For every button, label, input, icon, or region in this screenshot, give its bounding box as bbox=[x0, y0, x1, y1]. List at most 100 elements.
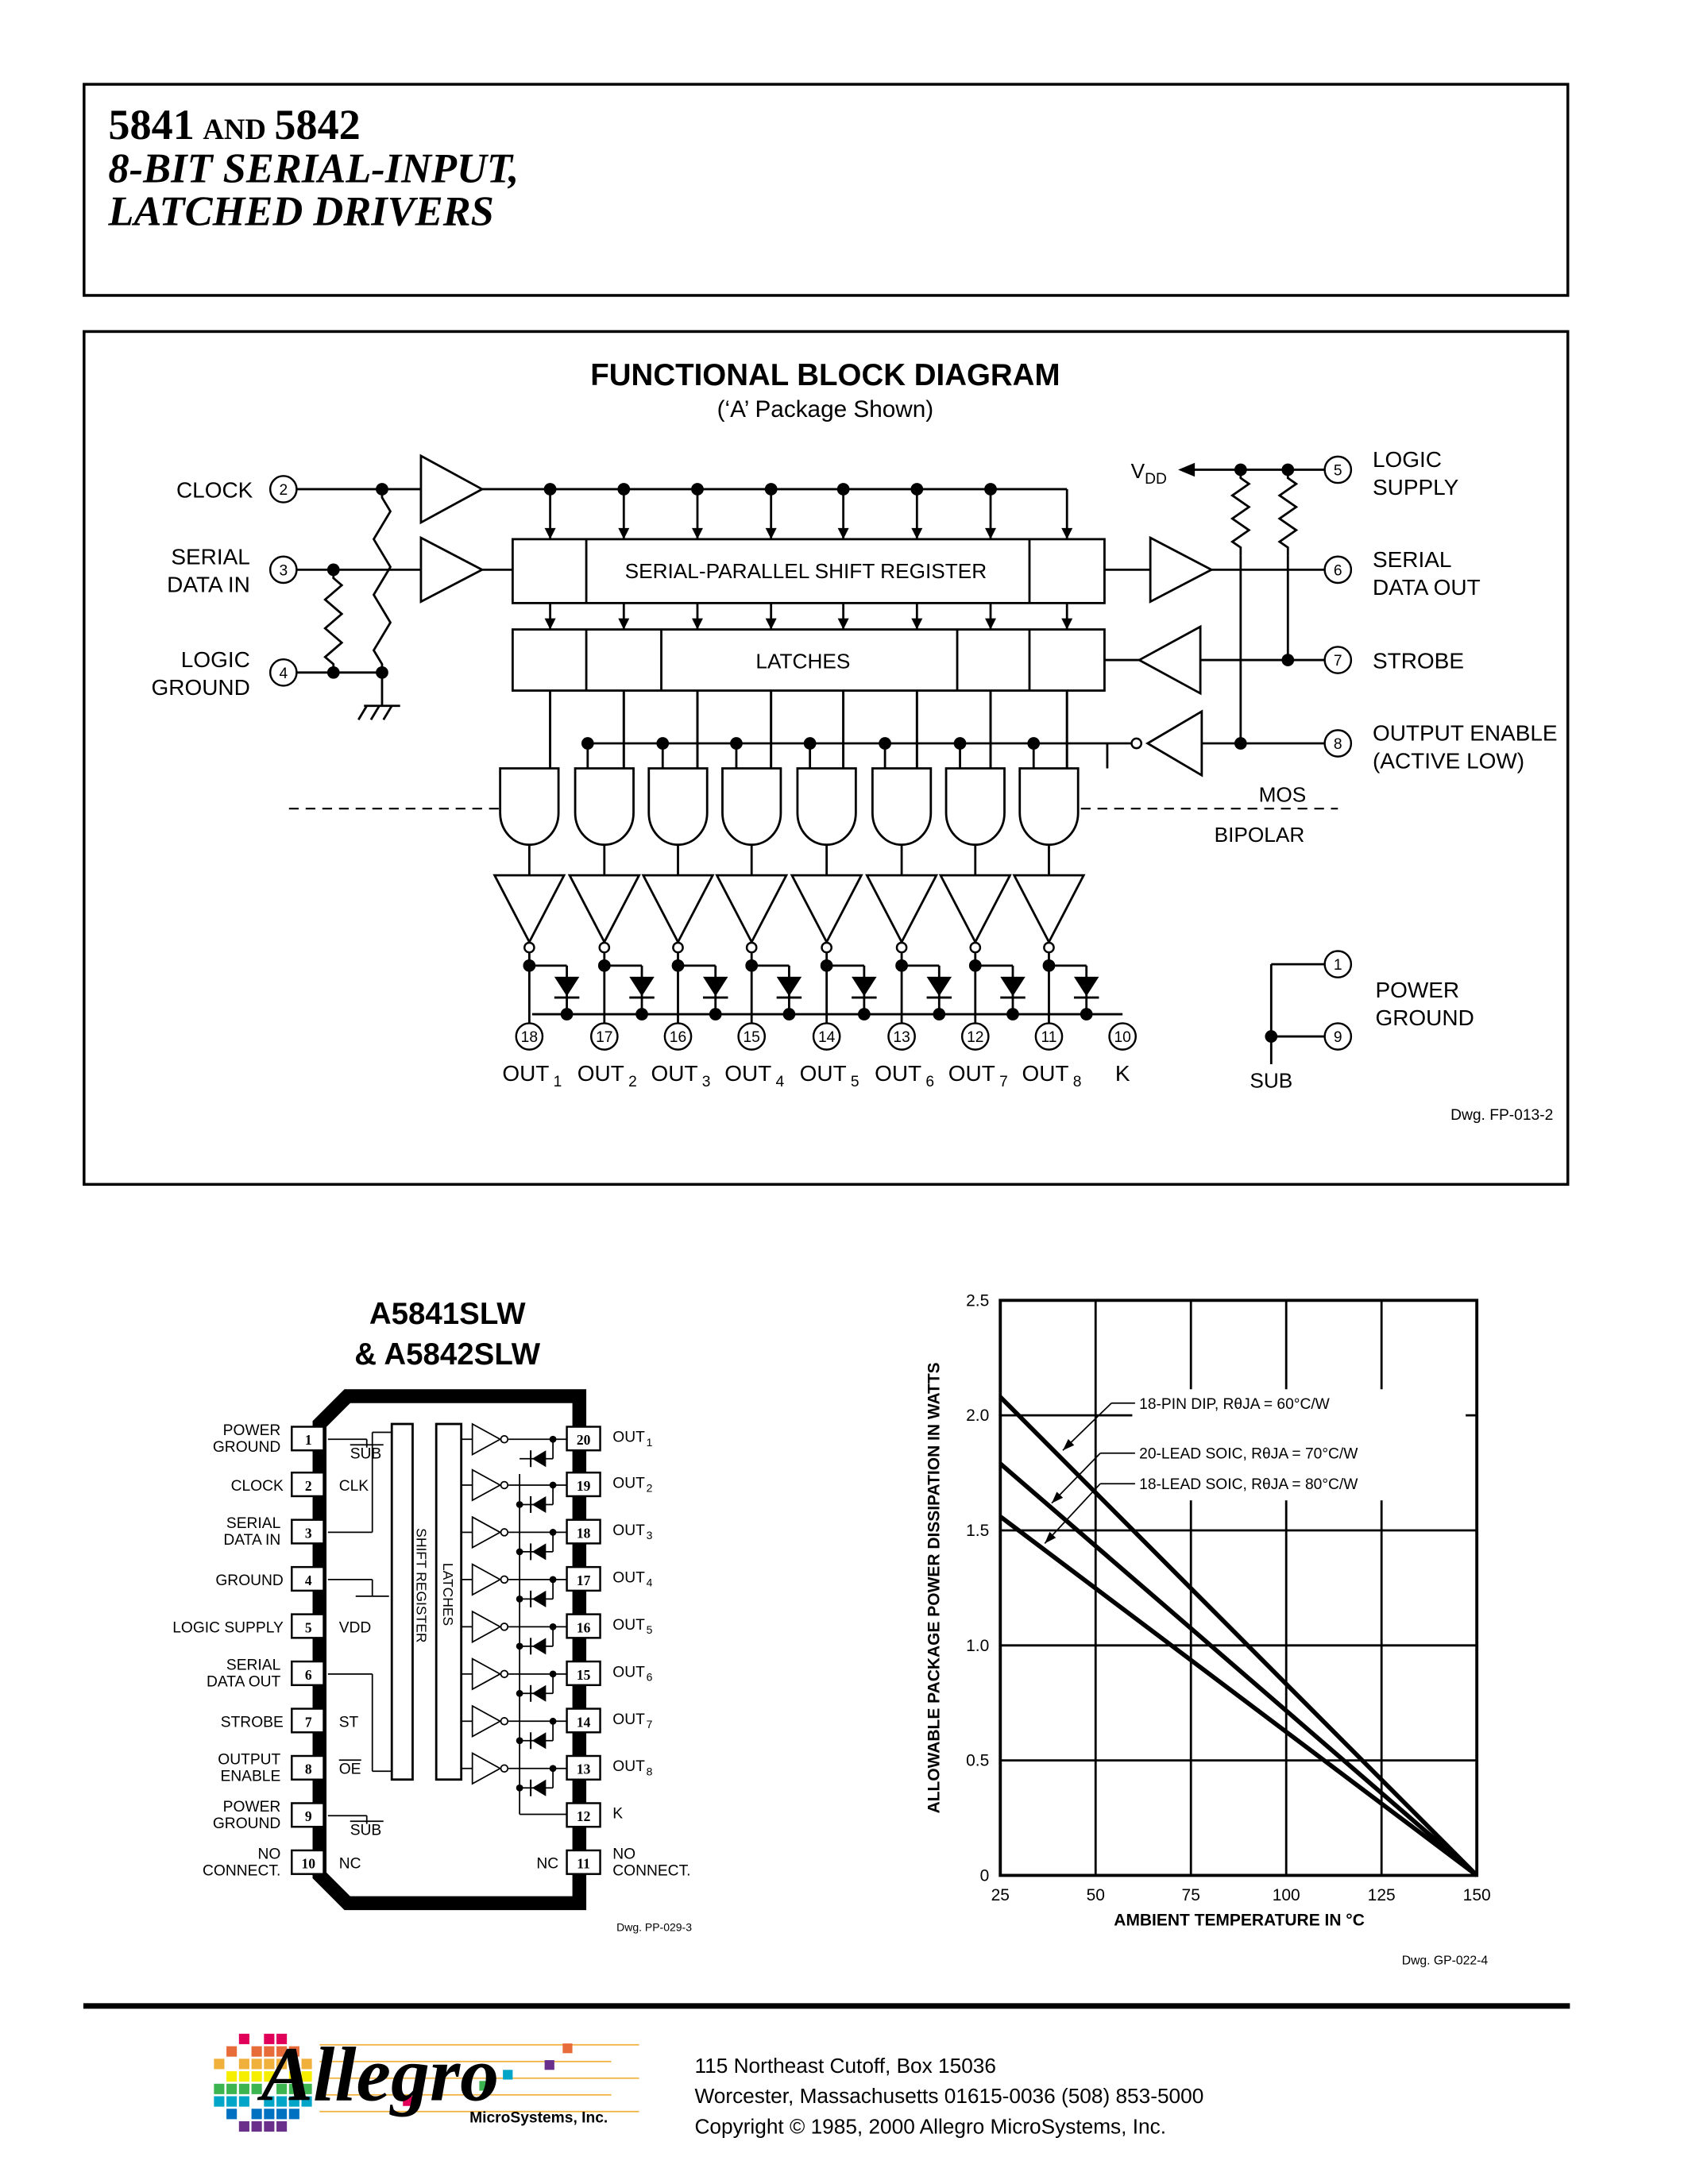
logo-subtext: MicroSystems, Inc. bbox=[469, 2110, 608, 2127]
inversion-bubble-icon bbox=[500, 1717, 509, 1726]
clamp-diode-icon bbox=[531, 1684, 547, 1702]
pin-number: 6 bbox=[1334, 562, 1342, 579]
clamp-diode-icon bbox=[531, 1450, 547, 1468]
logo-tile bbox=[288, 2083, 299, 2094]
chart-drawing-number: Dwg. GP-022-4 bbox=[1402, 1954, 1489, 1967]
output-subscript: 2 bbox=[628, 1074, 637, 1090]
output-subscript: 8 bbox=[1073, 1074, 1082, 1090]
pin-circle bbox=[268, 658, 298, 687]
logo-tile bbox=[251, 2109, 262, 2120]
pin-subscript: 8 bbox=[647, 1765, 653, 1777]
arrow-head bbox=[1061, 527, 1073, 539]
shift-register-strip bbox=[390, 1422, 414, 1781]
pin-subscript: 4 bbox=[647, 1576, 653, 1589]
pin-number: 6 bbox=[305, 1667, 312, 1683]
pin-circle bbox=[960, 1022, 990, 1051]
pin-circle bbox=[737, 1022, 767, 1051]
logo-tile bbox=[276, 2059, 288, 2070]
arrow-head bbox=[691, 527, 703, 539]
pin-subscript: 3 bbox=[647, 1529, 653, 1542]
pin-label: SERIAL bbox=[171, 544, 250, 569]
logo-accent bbox=[403, 2096, 413, 2106]
pin-number: 12 bbox=[577, 1808, 590, 1824]
driver-icon bbox=[471, 1422, 502, 1456]
and-gate-icon bbox=[647, 767, 709, 847]
driver-icon bbox=[471, 1468, 502, 1502]
output-subscript: 3 bbox=[702, 1074, 711, 1090]
pin-number: 9 bbox=[305, 1808, 312, 1824]
and-gate-icon bbox=[871, 767, 933, 847]
logo-tile bbox=[238, 2033, 249, 2044]
junction-dot bbox=[516, 1784, 523, 1792]
pin-label: LOGIC bbox=[1373, 447, 1442, 472]
pin-function-label: SUB bbox=[350, 1823, 382, 1839]
logo-tile bbox=[214, 2083, 225, 2094]
pin-number: 7 bbox=[305, 1714, 312, 1730]
pin-function-label: VDD bbox=[339, 1619, 372, 1636]
series-line bbox=[999, 1395, 1479, 1877]
pin-number: 17 bbox=[577, 1572, 591, 1588]
pin-circle bbox=[268, 475, 298, 504]
pin-number: 16 bbox=[670, 1029, 686, 1046]
pin-label: POWER bbox=[1375, 978, 1459, 1002]
pin-subscript: 1 bbox=[647, 1436, 653, 1449]
logo-accent bbox=[544, 2060, 554, 2070]
pin-circle bbox=[1323, 555, 1353, 585]
pin-label: SUPPLY bbox=[1373, 475, 1459, 500]
pin-number: 8 bbox=[1334, 736, 1342, 753]
pin-circle bbox=[1323, 1022, 1353, 1051]
latches-strip bbox=[435, 1422, 463, 1781]
plot-area bbox=[999, 1298, 1479, 1877]
legend-background bbox=[1132, 1389, 1466, 1501]
junction-dot bbox=[516, 1737, 523, 1745]
inversion-bubble-icon bbox=[500, 1669, 509, 1679]
arrow-head bbox=[837, 618, 849, 630]
logo-tile bbox=[301, 2083, 312, 2094]
inversion-bubble-icon bbox=[500, 1434, 509, 1444]
pin-label: SERIAL bbox=[226, 1657, 281, 1674]
pin-label: LOGIC SUPPLY bbox=[172, 1619, 284, 1636]
ground-icon bbox=[369, 705, 380, 720]
logo-tile bbox=[301, 2096, 312, 2107]
junction-dot bbox=[516, 1548, 523, 1556]
vdd-label: VDD bbox=[1131, 459, 1167, 488]
pin-label: CLOCK bbox=[176, 477, 253, 502]
pin-number: 8 bbox=[305, 1761, 312, 1777]
pin-number: 10 bbox=[1114, 1029, 1130, 1046]
clock-buffer-icon bbox=[419, 453, 485, 525]
logo-tile bbox=[288, 2046, 299, 2057]
title-line2: 8-BIT SERIAL-INPUT, bbox=[108, 145, 519, 191]
output-buffer-icon bbox=[1149, 535, 1215, 604]
inversion-bubble-icon bbox=[895, 941, 908, 954]
pin-number: 3 bbox=[305, 1525, 312, 1541]
copyright: Copyright © 1985, 2000 Allegro MicroSyst… bbox=[694, 2115, 1166, 2139]
address-line-1: 115 Northeast Cutoff, Box 15036 bbox=[694, 2054, 995, 2078]
pinout-diagram: A5841SLW & A5842SLW SHIFT REGISTER LATCH… bbox=[172, 1297, 692, 1933]
series-line bbox=[999, 1515, 1478, 1877]
pin-label: GROUND bbox=[213, 1439, 280, 1456]
logo-tile bbox=[264, 2096, 275, 2107]
pin-number: 5 bbox=[305, 1619, 312, 1635]
pin-box bbox=[291, 1849, 325, 1875]
logo-tile bbox=[276, 2096, 288, 2107]
pin-number: 19 bbox=[577, 1478, 591, 1494]
pin-circle bbox=[589, 1022, 619, 1051]
logo-tile bbox=[301, 2059, 312, 2070]
pin-box bbox=[566, 1707, 601, 1734]
logo-tile bbox=[276, 2083, 288, 2094]
pin-number: 20 bbox=[577, 1432, 591, 1448]
logo-tile bbox=[288, 2071, 299, 2082]
pin-number: 13 bbox=[893, 1029, 910, 1046]
logo-tile bbox=[226, 2096, 238, 2107]
pin-subscript: 5 bbox=[647, 1623, 653, 1636]
mos-label: MOS bbox=[1259, 782, 1307, 806]
x-tick-label: 125 bbox=[1368, 1886, 1396, 1904]
pin-box bbox=[566, 1754, 601, 1781]
logo-tile bbox=[251, 2083, 262, 2094]
